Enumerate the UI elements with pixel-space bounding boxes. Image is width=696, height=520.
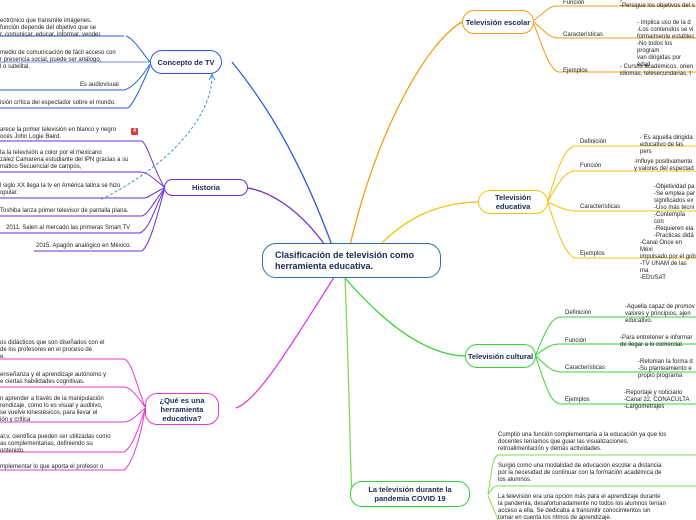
cultural-label-caracteristicas: Características xyxy=(565,365,606,371)
escolar-label-ejemplos: Ejemplos xyxy=(563,68,588,74)
cultural-label-ejemplos: Ejemplos xyxy=(565,397,590,403)
que-es-item-4: al,v. científica pueden ser utilizadas c… xyxy=(0,434,111,454)
educativa-label-ejemplos: Ejemplos xyxy=(580,251,605,257)
topic-historia[interactable]: Historia xyxy=(164,179,248,196)
escolar-text-caracteristicas: - Implica uso de la d -Los contenidos se… xyxy=(637,20,695,68)
educativa-text-ejemplos: -Canal Once en Méxi impulsado por el gob… xyxy=(640,240,696,281)
covid-links xyxy=(344,277,696,520)
topic-television-educativa[interactable]: Televisión educativa xyxy=(478,190,548,214)
dashed-relation-line xyxy=(99,75,213,201)
concepto-links xyxy=(0,35,341,269)
topic-television-pandemia[interactable]: La televisión durante la pandemia COVID … xyxy=(350,481,470,507)
que-es-item-2: enseñanza y el aprendizaje autónomo y e … xyxy=(0,372,107,385)
topic-que-es-herramienta[interactable]: ¿Qué es una herramienta educativa? xyxy=(145,393,219,425)
educativa-label-funcion: Función xyxy=(580,163,602,169)
escolar-text-funcion: y sus -Persigue los objetivos del s xyxy=(620,0,695,9)
topic-television-escolar[interactable]: Televisión escolar xyxy=(462,10,534,34)
topic-television-cultural[interactable]: Televisión cultural xyxy=(465,344,536,368)
cultural-text-funcion: -Para entretener e informar de llegar a … xyxy=(620,335,693,348)
escolar-text-ejemplos: - Cursos académicos, orien idiomas, tele… xyxy=(620,64,694,77)
covid-item-2: Surgió como una modalidad de educación e… xyxy=(498,463,662,483)
cultural-links xyxy=(344,277,696,405)
concepto-item-1: ectrónico que transmite imágenes, funció… xyxy=(0,18,102,38)
cultural-label-definicion: Definición xyxy=(565,310,592,316)
historia-item-4: Toshiba lanza primer televisor de pantal… xyxy=(0,208,129,214)
central-topic[interactable]: Clasificación de televisión como herrami… xyxy=(262,243,441,278)
cultural-label-funcion: Función xyxy=(565,338,587,344)
que-es-item-5: mplementar lo que aporta el profesor o xyxy=(0,464,104,470)
educativa-text-funcion: -Influye positivamente y valores del esp… xyxy=(634,159,694,172)
cultural-text-caracteristicas: -Retoman la forma d -Su planteamiento e … xyxy=(638,359,693,379)
historia-item-6: 2015. Apagón analógico en México. xyxy=(36,243,132,249)
covid-item-3: La televisión era una opción más para el… xyxy=(498,494,666,520)
historia-item-1: arece la primer televisión en blanco y n… xyxy=(0,127,117,140)
que-es-item-1: os didácticos que son diseñados con el d… xyxy=(0,340,105,360)
dashed-relation-arrow xyxy=(208,72,216,81)
historia-links xyxy=(0,140,341,269)
historia-item-2: ta la televisión a color por el mexicano… xyxy=(0,150,129,170)
educativa-label-caracteristicas: Características xyxy=(580,204,621,210)
topic-concepto-tv[interactable]: Concepto de TV xyxy=(150,50,222,74)
concepto-item-2: medio de comunicación de fácil acceso co… xyxy=(0,50,116,70)
escolar-label-caracteristicas: Características xyxy=(563,32,604,38)
educativa-text-caracteristicas: -Objetividad pa -Se emplea par significa… xyxy=(654,184,696,239)
historia-item-5: 2011. Salen al mercado las primeras Smar… xyxy=(6,225,131,231)
concepto-item-3: Es audiovisual xyxy=(80,82,119,88)
cultural-text-ejemplos: -Reportaje y noticiario -Canal 22, CONAC… xyxy=(624,390,690,410)
que-es-item-3: n aprender a través de la manipulación r… xyxy=(0,396,104,423)
covid-item-1: Cumplió una función complementaria a la … xyxy=(498,432,667,452)
escolar-links xyxy=(349,5,696,246)
educativa-label-definicion: Definición xyxy=(580,139,607,145)
cultural-text-definicion: -Aquella capaz de promov valores y princ… xyxy=(625,304,695,324)
educativa-text-definicion: - Es aquella dirigida educativo de las p… xyxy=(640,135,693,155)
que-es-links xyxy=(0,267,341,471)
concepto-item-4: isión crítica del espectador sobre el mu… xyxy=(0,100,116,106)
number-four-icon: 4 xyxy=(131,128,138,135)
historia-item-3: l siglo XX llega la tv en América latina… xyxy=(0,183,121,196)
escolar-label-funcion: Función xyxy=(563,0,585,6)
